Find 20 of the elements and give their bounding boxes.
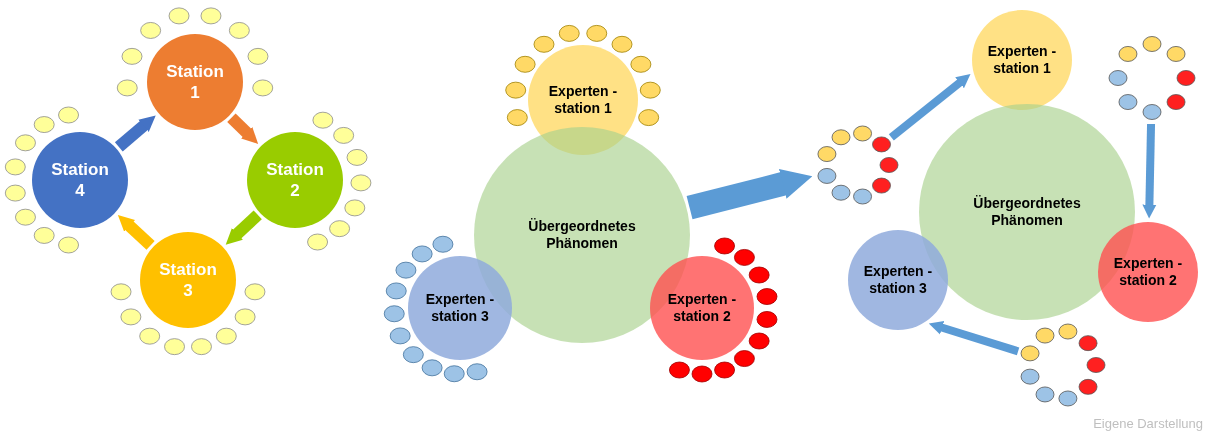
station-label: Experten -station 3	[862, 262, 934, 298]
station-label: Experten -station 2	[666, 290, 738, 326]
arrow	[227, 113, 259, 144]
arrow	[114, 115, 156, 152]
arrow	[117, 215, 155, 250]
station-label: Experten -station 3	[424, 290, 496, 326]
arrow	[686, 169, 813, 220]
caption: Eigene Darstellung	[1093, 414, 1203, 433]
station-label: Übergeordnetes Phänomen	[527, 217, 637, 253]
station-label: Experten -station 2	[1112, 254, 1184, 290]
station-label: Station 2	[265, 158, 325, 202]
station-label: Experten -station 1	[547, 82, 619, 118]
arrow	[928, 321, 1020, 356]
station-label: Station 4	[50, 158, 110, 202]
arrow	[888, 73, 971, 141]
arrow	[225, 210, 262, 245]
station-label: Station 3	[158, 258, 218, 302]
station-label: Station 1	[165, 60, 225, 104]
station-label: Experten -station 1	[986, 42, 1058, 78]
station-label: Übergeordnetes Phänomen	[972, 194, 1082, 230]
